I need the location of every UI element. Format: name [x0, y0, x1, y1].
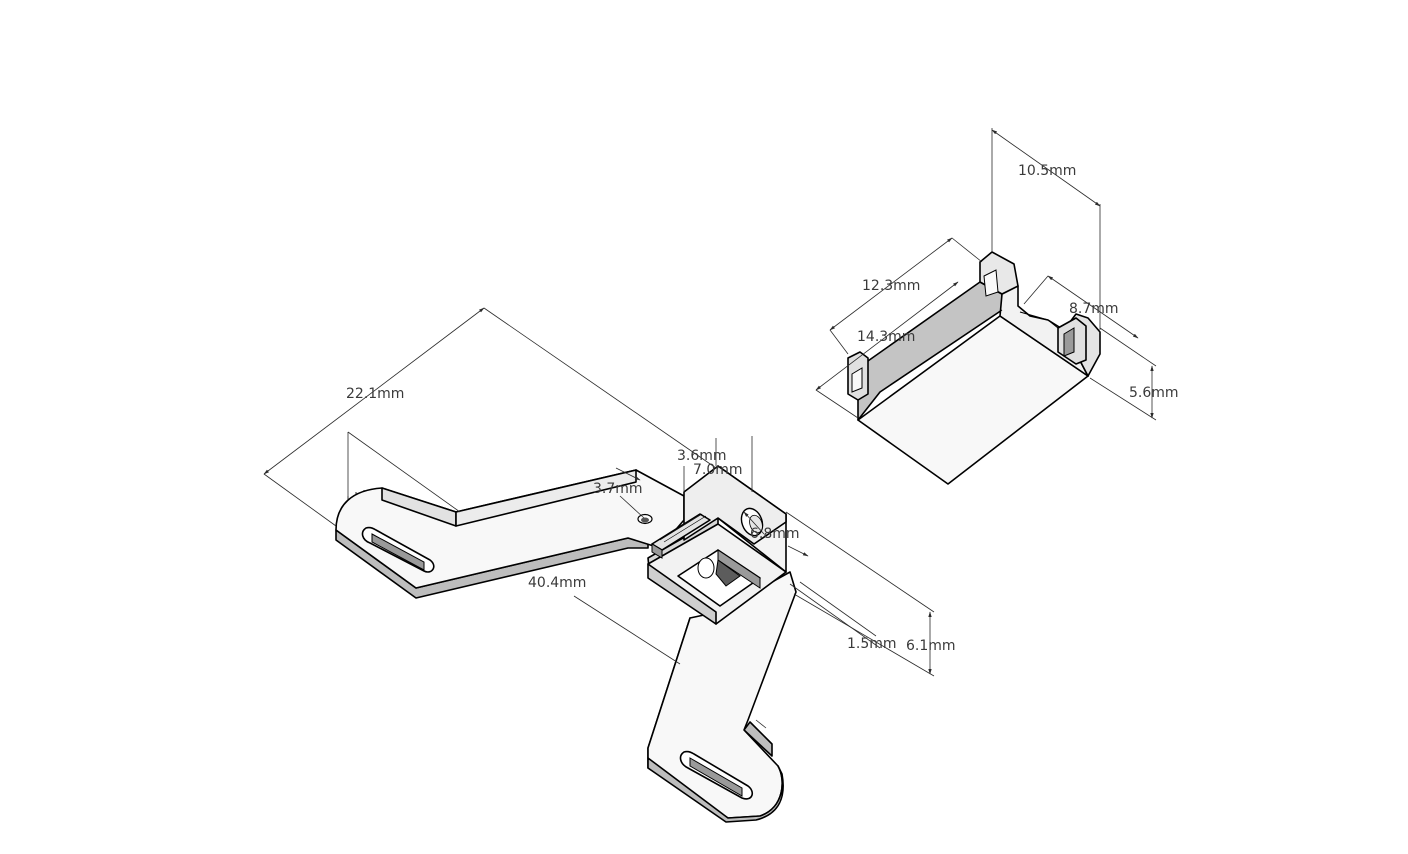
block-dimension-labels: 10.5mm 12.3mm 14.3mm 8.7mm 5.6mm — [857, 163, 1179, 401]
dim-label-5-6: 5.6mm — [1129, 385, 1179, 401]
dim-label-6-8: 6.8mm — [750, 526, 800, 542]
bracket-lower-arm-bottom — [647, 757, 784, 823]
bracket-lower-slot — [679, 750, 754, 800]
bracket-dimension-lines — [263, 307, 935, 729]
dim-label-22-1: 22.1mm — [346, 386, 404, 402]
dim-label-7-0: 7.0mm — [693, 462, 743, 478]
dim-label-40-4: 40.4mm — [528, 575, 586, 591]
dim-label-1-5: 1.5mm — [847, 636, 897, 652]
bracket-left-arm-upper-strip — [455, 469, 637, 527]
bracket-square-frame-thickness — [647, 563, 717, 625]
bracket-dimension-labels: 22.1mm 40.4mm 3.6mm 7.0mm 3.7mm 6.8mm 1.… — [346, 386, 956, 654]
dim-label-14-3: 14.3mm — [857, 329, 915, 345]
dim-label-3-6: 3.6mm — [677, 448, 727, 464]
dim-label-8-7: 8.7mm — [1069, 301, 1119, 317]
dim-label-10-5: 10.5mm — [1018, 163, 1076, 179]
block-dimension-lines — [815, 128, 1157, 421]
dim-label-6-1: 6.1mm — [906, 638, 956, 654]
dim-label-3-7: 3.7mm — [593, 481, 643, 497]
dim-label-12-3: 12.3mm — [862, 278, 920, 294]
bracket-left-slot — [361, 526, 435, 573]
bracket-lower-arm-side-right — [743, 721, 773, 757]
bracket-part — [335, 465, 797, 823]
